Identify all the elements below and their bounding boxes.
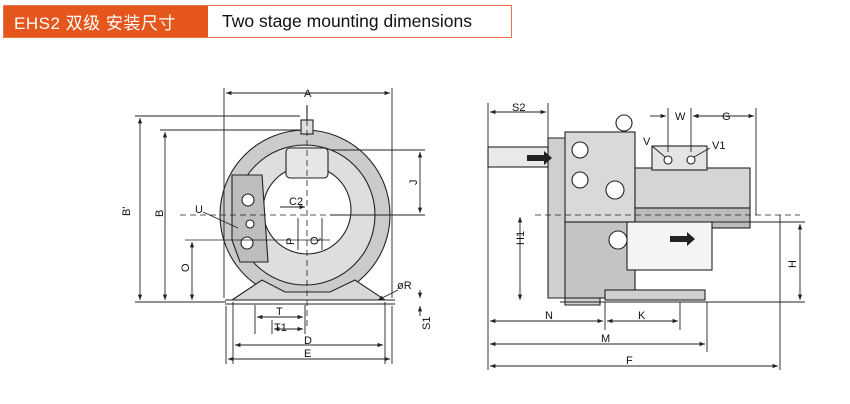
label-S2: S2 <box>512 102 525 114</box>
outlet-pipe <box>626 221 713 271</box>
label-A: A <box>304 88 312 100</box>
side-dimensions <box>487 103 805 370</box>
side-base <box>604 289 706 301</box>
label-U: U <box>195 204 203 216</box>
front-dimensions <box>135 88 425 364</box>
label-Q: Q <box>309 236 321 245</box>
label-S1: S1 <box>421 317 433 330</box>
label-T1: T1 <box>274 322 287 334</box>
label-V1: V1 <box>712 140 725 152</box>
front-labels: A B' B U O C2 P Q J øR S1 T T1 D E <box>121 88 433 360</box>
label-W: W <box>675 111 686 123</box>
front-view <box>180 105 420 330</box>
label-B: B <box>154 210 166 217</box>
motor-top <box>634 167 751 209</box>
side-flange <box>231 174 269 263</box>
label-P: P <box>285 238 297 245</box>
label-H1: H1 <box>515 231 527 245</box>
label-T: T <box>276 306 283 318</box>
label-K: K <box>638 310 646 322</box>
label-H: H <box>787 260 799 268</box>
label-B-prime: B' <box>121 207 133 216</box>
label-M: M <box>601 333 610 345</box>
label-N: N <box>545 310 553 322</box>
label-O: O <box>180 263 192 272</box>
label-R: øR <box>397 280 412 292</box>
page-title: Two stage mounting dimensions <box>222 11 472 31</box>
model-badge: EHS2 双级 安装尺寸 <box>4 6 208 37</box>
side-labels: S2 W G V V1 H1 H N K M F <box>512 102 799 367</box>
inlet-arrow <box>527 151 552 165</box>
outlet-arrow <box>670 232 695 246</box>
label-J: J <box>408 180 420 186</box>
terminal-box <box>651 145 708 171</box>
label-G: G <box>722 111 731 123</box>
label-D: D <box>304 335 312 347</box>
label-V: V <box>643 136 651 148</box>
side-view <box>487 114 800 306</box>
label-F: F <box>626 355 633 367</box>
header-bar: EHS2 双级 安装尺寸 Two stage mounting dimensio… <box>3 5 512 38</box>
label-C2: C2 <box>289 196 303 208</box>
label-E: E <box>304 348 311 360</box>
